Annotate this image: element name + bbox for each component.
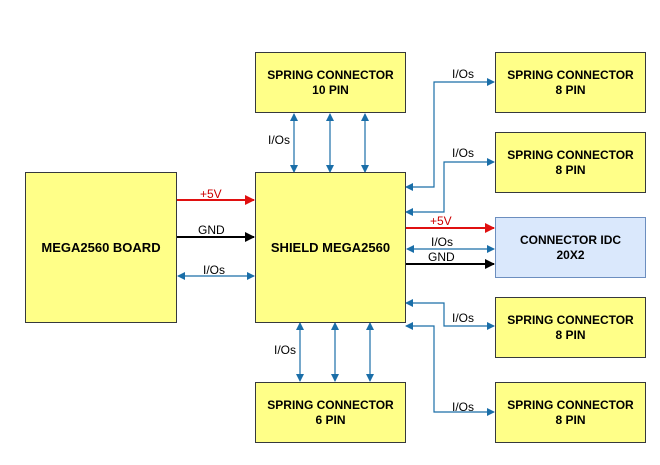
spring-connector-8pin-block-3: SPRING CONNECTOR 8 PIN	[495, 297, 646, 358]
shield-mega2560-block: SHIELD MEGA2560	[255, 172, 406, 323]
block-title: SPRING CONNECTOR	[507, 147, 634, 162]
arrow-r4-io	[405, 299, 495, 330]
block-title: SHIELD MEGA2560	[270, 240, 391, 255]
label-idc-io: I/Os	[431, 235, 454, 249]
connector-idc-block: CONNECTOR IDC 20X2	[495, 217, 646, 278]
block-title: SPRING CONNECTOR	[507, 67, 634, 82]
label-r2-io: I/Os	[452, 146, 475, 160]
block-title: SPRING CONNECTOR	[267, 67, 394, 82]
block-title: SPRING CONNECTOR	[267, 397, 394, 412]
spring-connector-8pin-block-1: SPRING CONNECTOR 8 PIN	[495, 52, 646, 113]
spring-connector-8pin-block-2: SPRING CONNECTOR 8 PIN	[495, 132, 646, 193]
block-title: MEGA2560 BOARD	[41, 240, 161, 255]
label-idc-5v: +5V	[430, 214, 452, 228]
spring-connector-6pin-block: SPRING CONNECTOR 6 PIN	[255, 382, 406, 443]
label-top-io: I/Os	[268, 133, 291, 147]
spring-connector-10pin-block: SPRING CONNECTOR 10 PIN	[255, 52, 406, 113]
arrow-r5-io	[405, 322, 495, 416]
label-r1-io: I/Os	[452, 67, 475, 81]
block-subtitle: 8 PIN	[555, 162, 586, 177]
block-title: SPRING CONNECTOR	[507, 397, 634, 412]
block-subtitle: 6 PIN	[315, 412, 346, 427]
arrow-r1-io	[405, 78, 495, 191]
block-title: SPRING CONNECTOR	[507, 312, 634, 327]
mega2560-board-block: MEGA2560 BOARD	[25, 172, 177, 323]
block-subtitle: 8 PIN	[555, 327, 586, 342]
block-subtitle: 10 PIN	[312, 82, 349, 97]
label-idc-gnd: GND	[428, 250, 455, 264]
block-subtitle: 8 PIN	[555, 412, 586, 427]
label-left-io: I/Os	[203, 263, 226, 277]
spring-connector-8pin-block-4: SPRING CONNECTOR 8 PIN	[495, 382, 646, 443]
block-subtitle: 8 PIN	[555, 82, 586, 97]
label-r5-io: I/Os	[452, 400, 475, 414]
label-left-5v: +5V	[200, 187, 222, 201]
block-title: CONNECTOR IDC	[519, 232, 622, 247]
label-left-gnd: GND	[198, 223, 225, 237]
label-r4-io: I/Os	[452, 311, 475, 325]
label-bottom-io: I/Os	[274, 343, 297, 357]
arrow-r2-io	[405, 158, 495, 216]
block-subtitle: 20X2	[556, 247, 585, 262]
